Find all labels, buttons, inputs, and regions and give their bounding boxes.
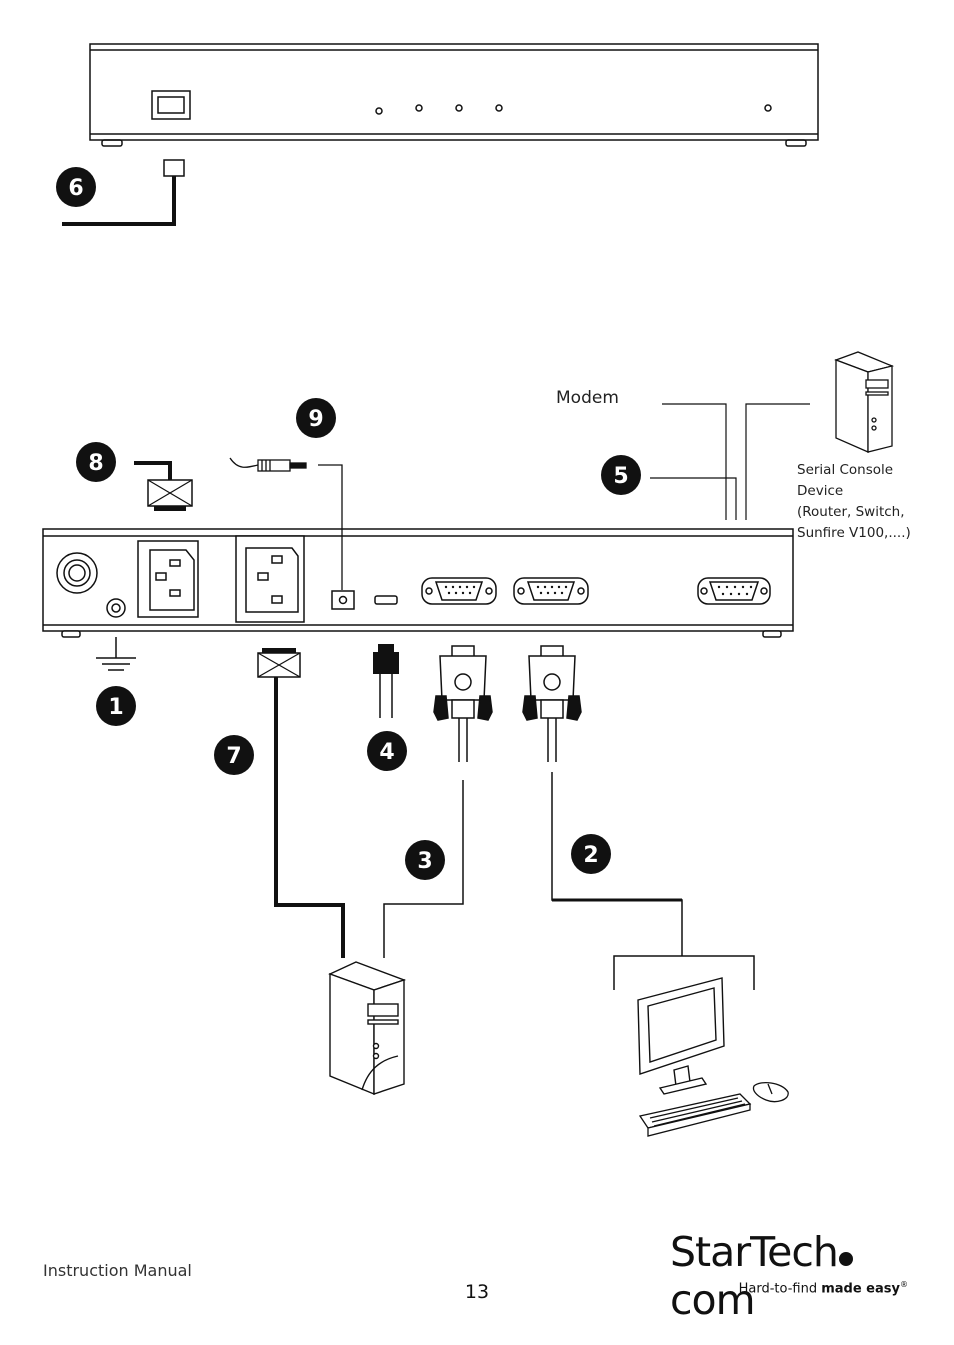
front-panel-device	[89, 43, 819, 147]
lan-cable	[62, 159, 185, 226]
callout-5: 5	[601, 455, 641, 495]
svg-text:(Router, Switch,: (Router, Switch,	[797, 504, 905, 520]
logo-tagline: Hard-to-find made easy®	[738, 1280, 908, 1297]
svg-text:6: 6	[68, 176, 83, 201]
callout-2: 2	[571, 834, 611, 874]
callout-9: 9	[296, 398, 336, 438]
vga-cable-2	[522, 645, 755, 990]
svg-text:1: 1	[108, 695, 123, 720]
callout-3: 3	[405, 840, 445, 880]
callout-1: 1	[96, 686, 136, 726]
mouse-icon	[752, 1081, 789, 1103]
power-cord-7	[257, 648, 345, 958]
logo-wordmark: StarTechcom	[670, 1228, 910, 1324]
ground-symbol-icon	[96, 637, 136, 671]
vga-cable-3	[383, 645, 493, 958]
usb-cable-4	[373, 644, 399, 718]
svg-text:Device: Device	[797, 483, 843, 499]
rear-panel-device	[42, 528, 794, 638]
svg-text:7: 7	[226, 744, 241, 769]
modem-label: Modem	[556, 388, 619, 408]
svg-text:Serial Console: Serial Console	[797, 462, 893, 478]
svg-text:8: 8	[88, 451, 103, 476]
callout-7: 7	[214, 735, 254, 775]
svg-text:3: 3	[417, 849, 432, 874]
svg-text:5: 5	[613, 464, 628, 489]
callout-6: 6	[56, 167, 96, 207]
svg-text:4: 4	[379, 740, 394, 765]
serial-console-device-icon	[834, 351, 895, 453]
svg-text:9: 9	[308, 407, 323, 432]
serial-lines-5	[650, 403, 810, 520]
svg-text:Sunfire V100,....): Sunfire V100,....)	[797, 525, 911, 541]
keyboard-icon	[638, 1093, 752, 1137]
callout-8: 8	[76, 442, 116, 482]
svg-text:2: 2	[583, 843, 598, 868]
logo-dot-icon	[838, 1252, 853, 1266]
startech-logo: StarTechcom Hard-to-find made easy®	[670, 1228, 910, 1324]
power-cord-plug-8	[134, 461, 193, 511]
callout-4: 4	[367, 731, 407, 771]
console-monitor-icon	[637, 977, 725, 1095]
serial-console-label: Serial Console Device (Router, Switch, S…	[797, 462, 911, 541]
audio-cable-9	[229, 457, 343, 590]
port-pins	[444, 585, 753, 596]
instruction-manual-label: Instruction Manual	[43, 1261, 192, 1280]
computer-tower-icon	[328, 961, 407, 1096]
page-number: 13	[464, 1281, 490, 1303]
